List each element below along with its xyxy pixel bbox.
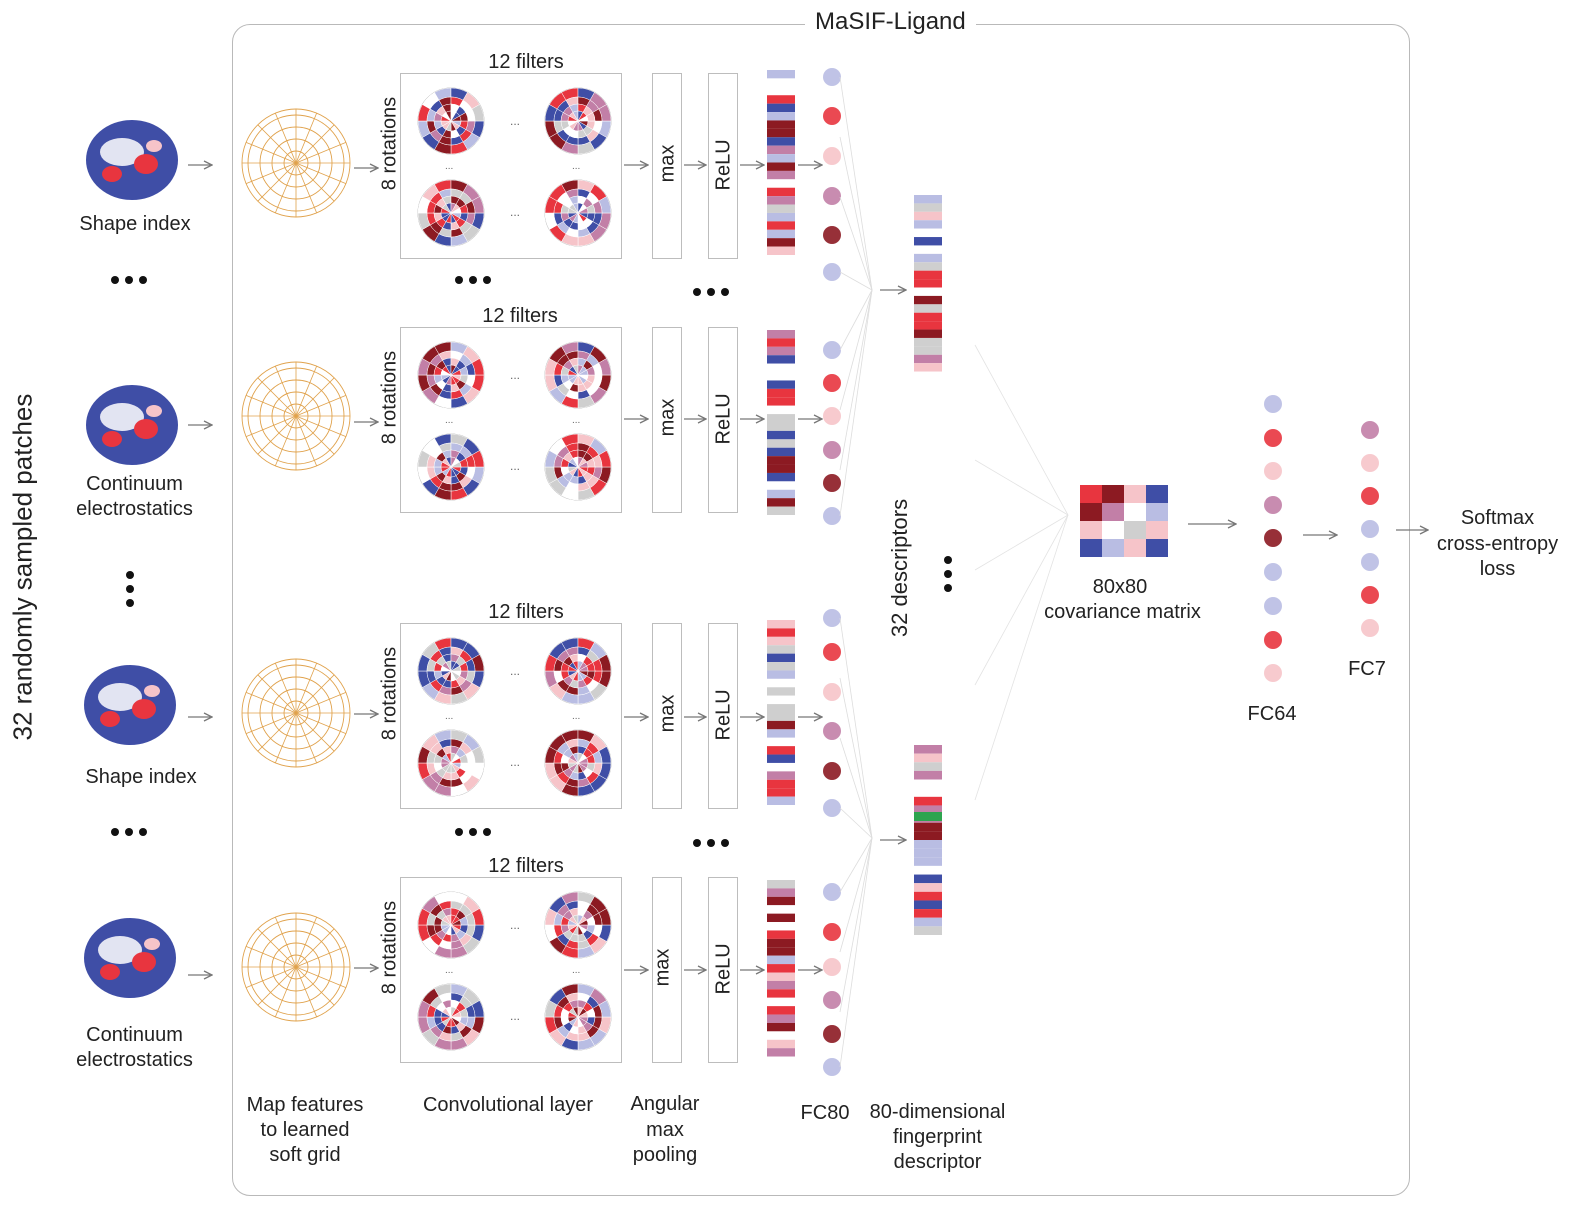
- angular-label-2: max: [646, 1119, 684, 1141]
- relu-label-2: ReLU: [712, 393, 735, 445]
- cov-label-1: 80x80: [1092, 576, 1148, 598]
- patch-label-2-text: Continuum electrostatics: [76, 473, 193, 520]
- patch-electrostatics-2-red-spot: [132, 952, 156, 972]
- ellipsis-patches-2: [126, 599, 134, 607]
- ellipsis-patches-1: [139, 276, 147, 284]
- conv-box-1: [400, 73, 622, 259]
- map-features-label-2: to learned: [260, 1119, 350, 1141]
- output-label-2: cross-entropy: [1436, 533, 1559, 555]
- rotations-label-3: 8 rotations: [378, 646, 401, 741]
- patch-electrostatics-2-pink-spot: [144, 938, 160, 950]
- patch-electrostatics-1-red-spot-2: [102, 431, 122, 447]
- patch-electrostatics-1: [86, 385, 178, 465]
- relu-box-2: [708, 327, 738, 513]
- fc80-label: FC80: [800, 1102, 850, 1124]
- conv-box-2: [400, 327, 622, 513]
- patch-shape-index-2-red-spot-2: [100, 711, 120, 727]
- patch-label-4-text: Continuum electrostatics: [76, 1024, 193, 1071]
- angular-label-3: pooling: [632, 1144, 698, 1166]
- cov-label-2: covariance matrix: [1044, 601, 1201, 623]
- relu-label-1: ReLU: [712, 139, 735, 191]
- ellipsis-patches-1: [125, 276, 133, 284]
- conv-box-4: [400, 877, 622, 1063]
- patch-electrostatics-2: [84, 918, 176, 998]
- patch-label-1: Shape index: [79, 213, 191, 235]
- fingerprint-label-3: descriptor: [893, 1151, 982, 1173]
- conv-header-3: 12 filters: [488, 601, 564, 623]
- max-label-4: max: [651, 948, 674, 987]
- patch-shape-index-1-red-spot: [134, 154, 158, 174]
- max-label-1: max: [656, 144, 679, 183]
- max-label-2: max: [656, 398, 679, 437]
- patch-shape-index-1-highlight: [100, 138, 144, 166]
- map-features-label-1: Map features: [246, 1094, 364, 1116]
- relu-label-3: ReLU: [712, 689, 735, 741]
- patch-shape-index-1: [86, 120, 178, 200]
- diagram-title: MaSIF-Ligand: [805, 8, 976, 36]
- max-box-2: [652, 327, 682, 513]
- patch-electrostatics-2-red-spot-2: [100, 964, 120, 980]
- rotations-label-1: 8 rotations: [378, 96, 401, 191]
- patch-shape-index-2-highlight: [98, 683, 142, 711]
- rotations-label-4: 8 rotations: [378, 900, 401, 995]
- max-label-3: max: [656, 694, 679, 733]
- relu-label-4: ReLU: [712, 943, 735, 995]
- relu-box-3: [708, 623, 738, 809]
- descriptors-label: 32 descriptors: [887, 498, 912, 638]
- conv-header-2: 12 filters: [482, 305, 558, 327]
- fingerprint-label-2: fingerprint: [893, 1126, 982, 1148]
- patch-label-3: Shape index: [85, 766, 197, 788]
- patch-shape-index-2-red-spot: [132, 699, 156, 719]
- max-box-4: [652, 877, 682, 1063]
- conv-header-4: 12 filters: [488, 855, 564, 877]
- patch-shape-index-2: [84, 665, 176, 745]
- patch-electrostatics-1-pink-spot: [146, 405, 162, 417]
- relu-box-1: [708, 73, 738, 259]
- patch-label-2: Continuum electrostatics: [52, 472, 217, 522]
- patch-electrostatics-1-highlight: [100, 403, 144, 431]
- patch-label-4: Continuum electrostatics: [52, 1023, 217, 1073]
- fc64-label: FC64: [1247, 703, 1297, 725]
- map-features-label-3: soft grid: [269, 1144, 341, 1166]
- output-label-1: Softmax: [1460, 507, 1535, 529]
- conv-header-1: 12 filters: [488, 51, 564, 73]
- ellipsis-patches-2: [126, 571, 134, 579]
- ellipsis-patches-1: [111, 276, 119, 284]
- output-label-3: loss: [1479, 558, 1516, 580]
- ellipsis-patches-3: [139, 828, 147, 836]
- patch-electrostatics-1-red-spot: [134, 419, 158, 439]
- patch-shape-index-1-pink-spot: [146, 140, 162, 152]
- relu-box-4: [708, 877, 738, 1063]
- fc7-label: FC7: [1348, 658, 1386, 680]
- fingerprint-label-1: 80-dimensional: [869, 1101, 1006, 1123]
- rotations-label-2: 8 rotations: [378, 350, 401, 445]
- max-box-1: [652, 73, 682, 259]
- patch-shape-index-2-pink-spot: [144, 685, 160, 697]
- ellipsis-patches-3: [125, 828, 133, 836]
- left-axis-label: 32 randomly sampled patches: [7, 393, 38, 741]
- ellipsis-patches-3: [111, 828, 119, 836]
- max-box-3: [652, 623, 682, 809]
- ellipsis-patches-2: [126, 585, 134, 593]
- patch-shape-index-1-red-spot-2: [102, 166, 122, 182]
- angular-label-1: Angular: [630, 1093, 700, 1115]
- conv-layer-label: Convolutional layer: [422, 1094, 594, 1116]
- conv-box-3: [400, 623, 622, 809]
- patch-electrostatics-2-highlight: [98, 936, 142, 964]
